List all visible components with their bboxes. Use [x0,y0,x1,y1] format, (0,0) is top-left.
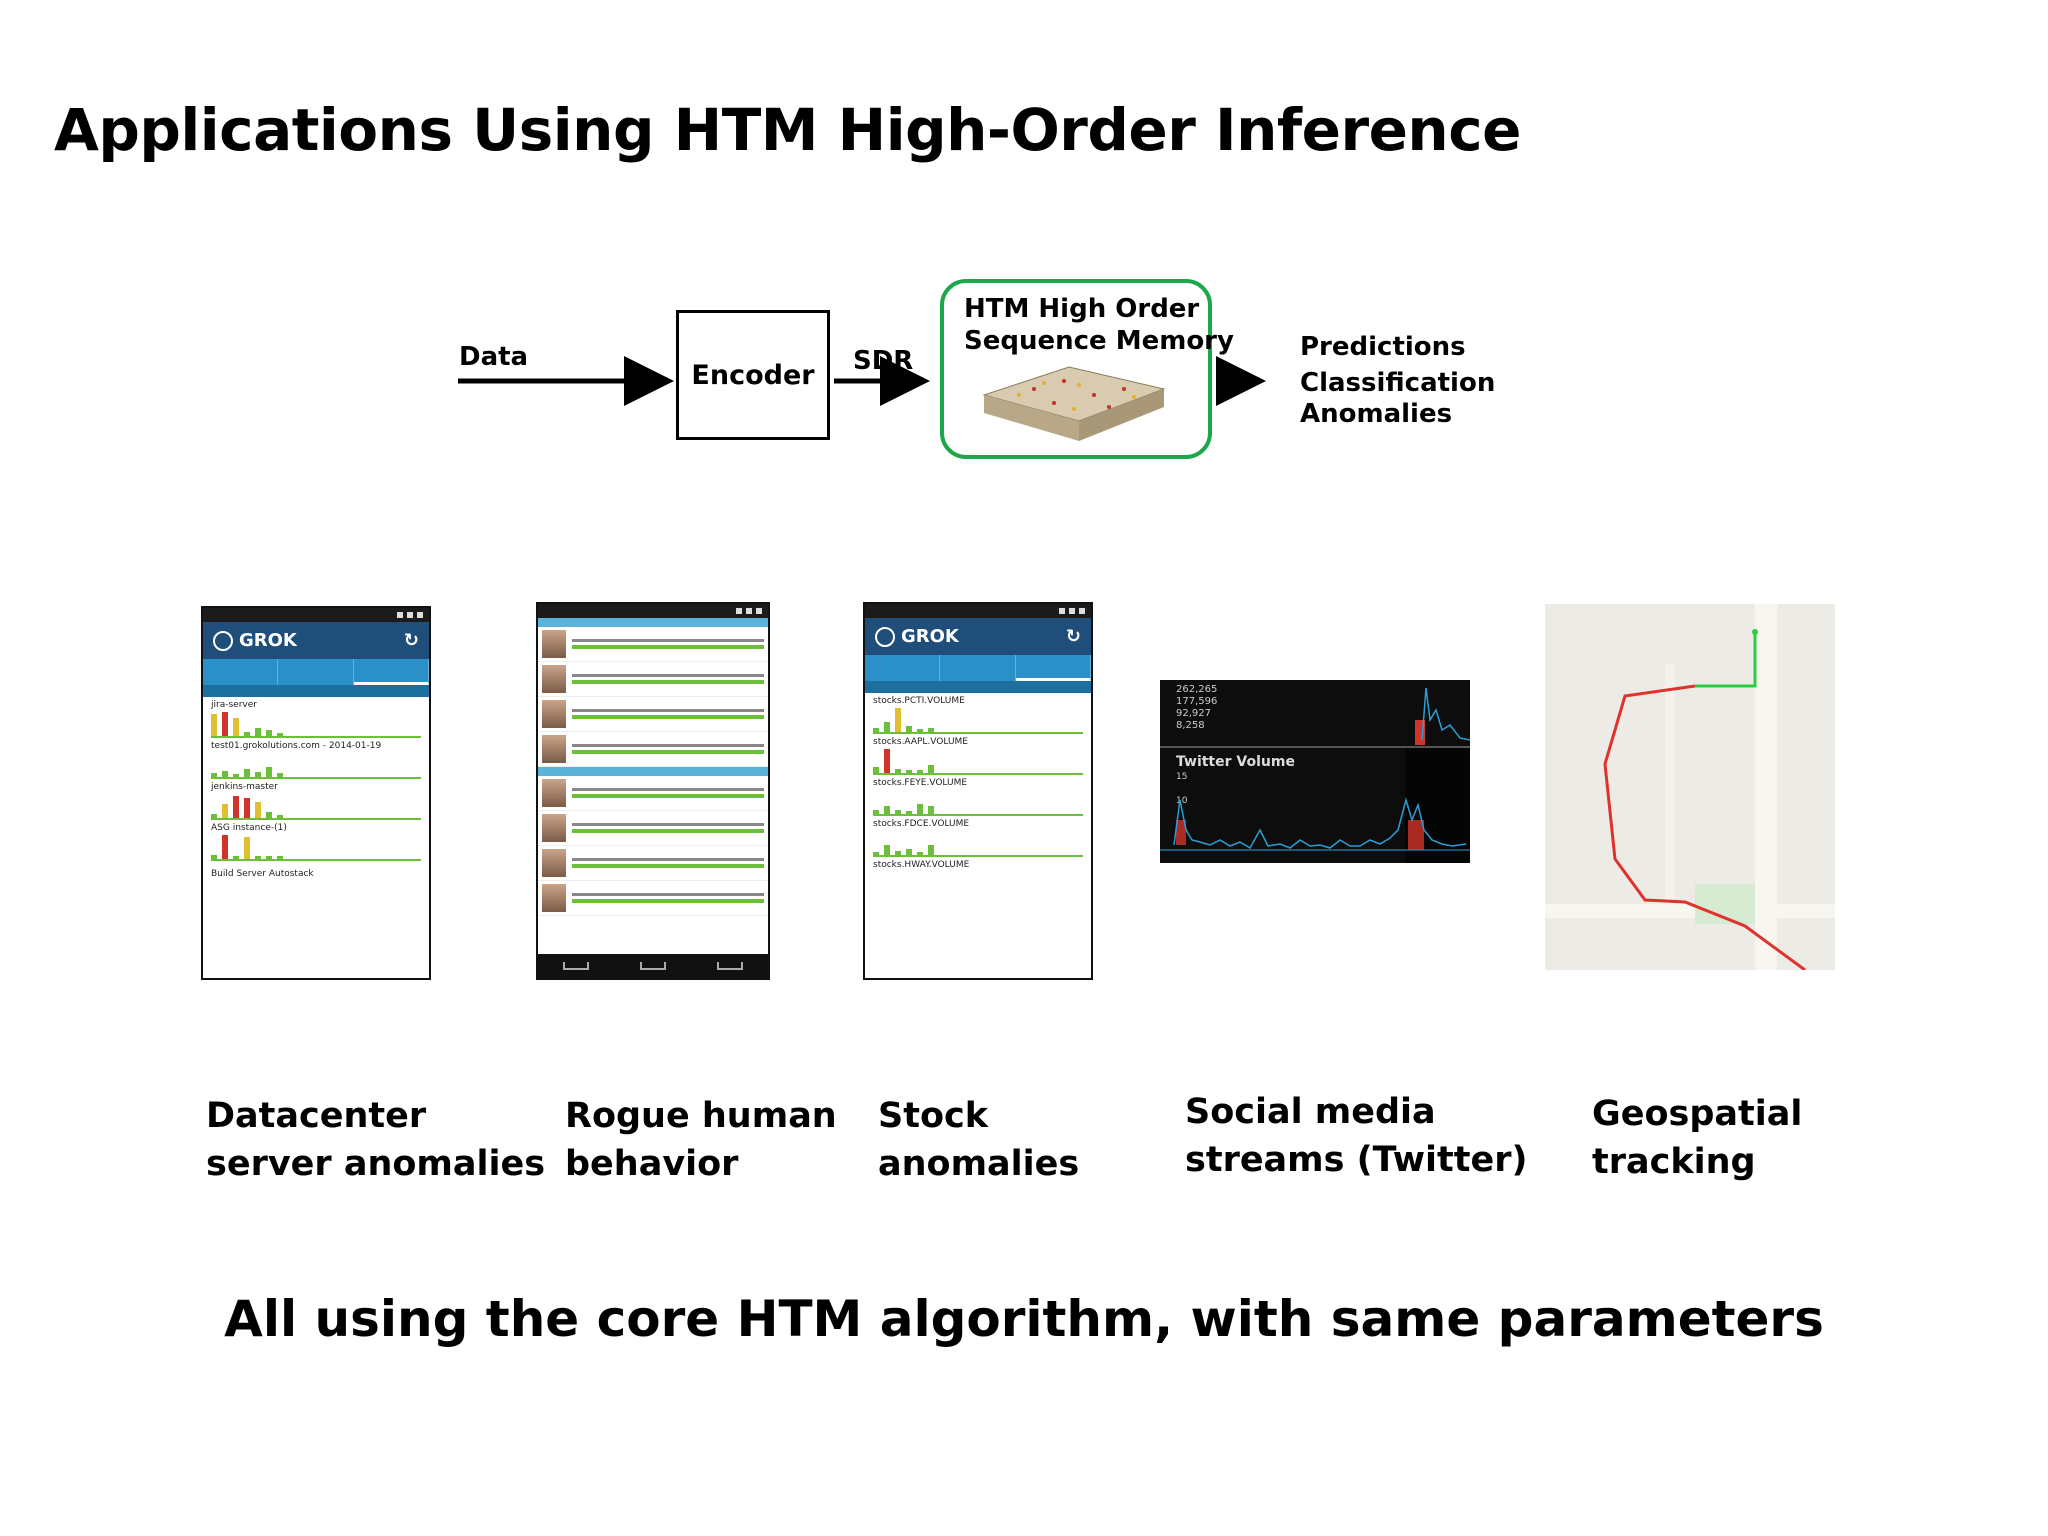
chart-value: 8,258 [1176,720,1205,731]
flow-arrows [458,356,1266,406]
map-route [1545,604,1835,970]
twitter-volume-chart: 262,265 177,596 92,927 8,258 Twitter Vol… [1160,680,1470,863]
refresh-icon: ↻ [403,630,419,651]
metric-label: Build Server Autostack [211,869,314,879]
section-header [538,618,768,627]
htm-memory-box: HTM High Order Sequence Memory [940,279,1234,459]
grok-header: GROK ↻ [865,618,1091,655]
caption-datacenter: Datacenter server anomalies [206,1092,545,1188]
grok-logo-icon [875,626,895,647]
avatar [542,779,566,807]
chart-tick: 10 [1176,796,1188,806]
caption-social: Social media streams (Twitter) [1185,1088,1527,1184]
encoder-box: Encoder [676,310,830,440]
metric-label: stocks.HWAY.VOLUME [873,860,970,870]
output-classification: Classification [1300,368,1496,398]
grok-tabs [203,659,429,685]
metric-bars [873,788,1083,816]
caption-stock: Stock anomalies [878,1092,1079,1188]
grok-header: GROK ↻ [203,622,429,659]
datacenter-phone-screenshot: GROK ↻ jira-server test01.grokolutions.c… [201,606,431,980]
output-anomalies: Anomalies [1300,399,1453,429]
status-bar [538,604,768,618]
caption-line: server anomalies [206,1144,546,1184]
section-header [538,767,768,776]
caption-rogue: Rogue human behavior [565,1092,837,1188]
geospatial-map [1545,604,1835,970]
grok-brand: GROK [239,630,297,651]
caption-line: tracking [1592,1142,1756,1182]
status-bar [865,604,1091,618]
android-navbar [538,954,768,978]
chart-value: 262,265 [1176,684,1218,695]
cortex-layers-icon [982,366,1166,441]
list-item [538,697,768,732]
avatar [542,884,566,912]
avatar [542,665,566,693]
caption-line: Geospatial [1592,1094,1803,1134]
grok-tabs [865,655,1091,681]
chart-divider [1160,746,1470,748]
metric-bars [873,829,1083,857]
chart-value: 177,596 [1176,696,1218,707]
list-item [538,627,768,662]
metric-label: stocks.AAPL.VOLUME [873,737,968,747]
flow-diagram: Data Encoder SDR HTM High Order Sequence… [0,0,2048,480]
metric-bars [211,710,421,738]
footer-statement: All using the core HTM algorithm, with s… [224,1290,1824,1348]
metric-bars [873,706,1083,734]
rogue-behavior-phone-screenshot [536,602,770,980]
chart-value: 92,927 [1176,708,1211,719]
list-item [538,846,768,881]
metric-label: jenkins-master [211,782,278,792]
caption-line: Rogue human [565,1096,837,1136]
chart-tick: 15 [1176,772,1188,782]
avatar [542,630,566,658]
avatar [542,735,566,763]
metric-label: stocks.PCTI.VOLUME [873,696,965,706]
list-item [538,776,768,811]
caption-line: Stock [878,1096,989,1136]
metric-bars [211,751,421,779]
sdr-label: SDR [853,346,914,376]
stock-phone-screenshot: GROK ↻ stocks.PCTI.VOLUME stocks.AAPL.VO… [863,602,1093,980]
output-predictions: Predictions [1300,332,1466,362]
metric-label: stocks.FDCE.VOLUME [873,819,970,829]
avatar [542,700,566,728]
grok-subtabs [865,681,1091,693]
metric-label: stocks.FEYE.VOLUME [873,778,968,788]
twitter-series [1160,687,1470,863]
metric-bars [873,747,1083,775]
caption-line: streams (Twitter) [1185,1140,1528,1180]
metric-label: ASG instance-(1) [211,823,287,833]
encoder-label: Encoder [691,359,815,391]
list-item [538,662,768,697]
metric-bars [211,792,421,820]
list-item [538,732,768,767]
refresh-icon: ↻ [1065,626,1081,647]
avatar [542,849,566,877]
metric-bars [211,833,421,861]
metric-label: jira-server [211,700,257,710]
list-item [538,881,768,916]
caption-geo: Geospatial tracking [1592,1090,1802,1186]
caption-line: Social media [1185,1092,1436,1132]
htm-title-line1: HTM High Order [964,294,1200,324]
caption-line: behavior [565,1144,739,1184]
status-bar [203,608,429,622]
htm-title-line2: Sequence Memory [964,326,1234,356]
chart-title: Twitter Volume [1176,754,1295,770]
avatar [542,814,566,842]
grok-subtabs [203,685,429,697]
metric-label: test01.grokolutions.com - 2014-01-19 [211,741,382,751]
list-item [538,811,768,846]
slide-title: Applications Using HTM High-Order Infere… [54,96,1521,164]
data-label: Data [459,342,529,372]
grok-logo-icon [213,630,233,651]
caption-line: Datacenter [206,1096,427,1136]
caption-line: anomalies [878,1144,1080,1184]
grok-brand: GROK [901,626,959,647]
